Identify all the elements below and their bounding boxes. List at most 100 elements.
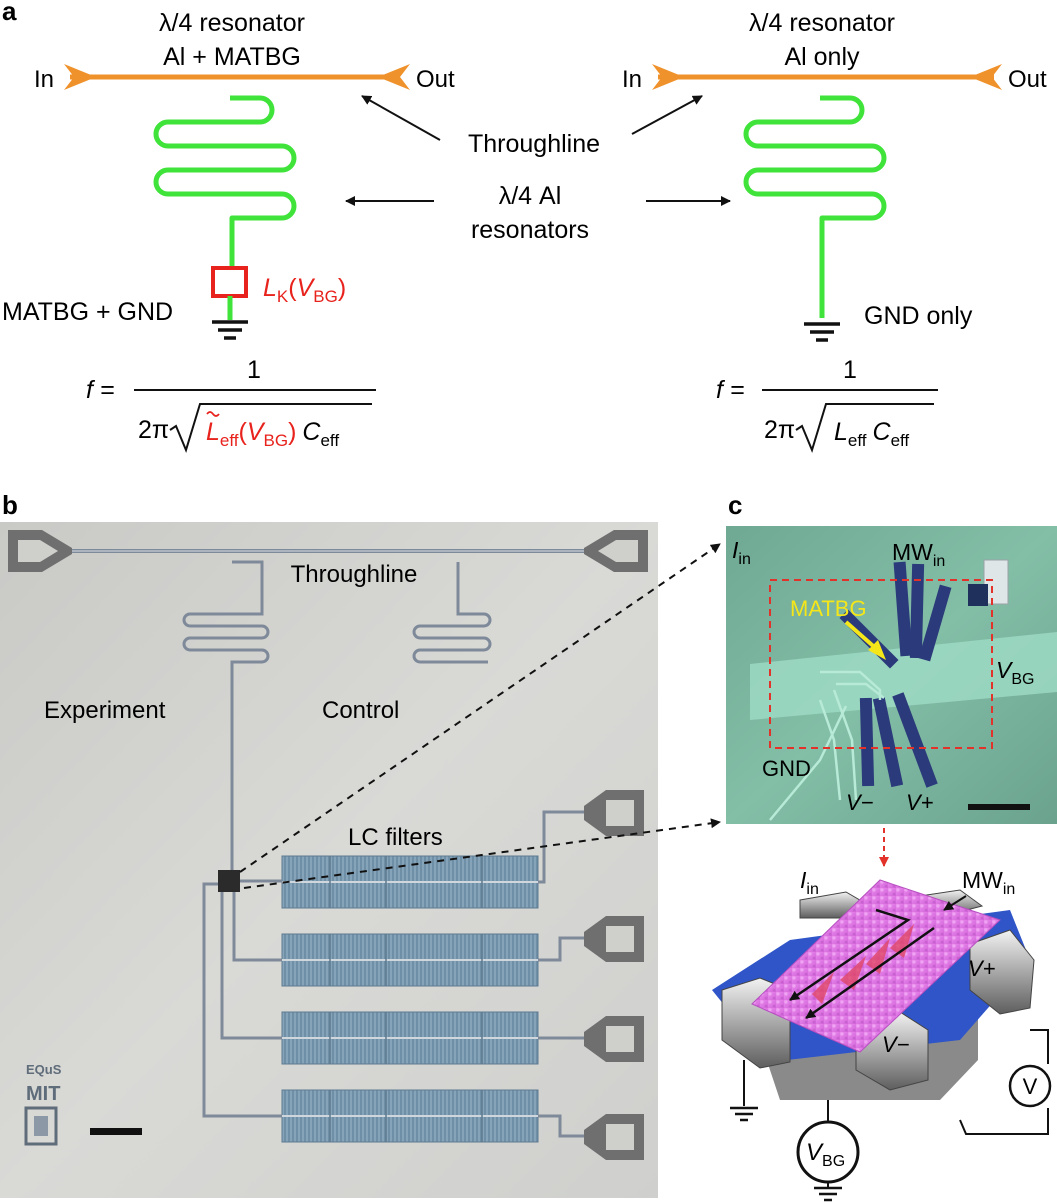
- left-out-port: [378, 64, 410, 90]
- right-out-port: [970, 64, 1002, 90]
- center-resonators-line2: resonators: [471, 216, 589, 244]
- current-path-arrow: [789, 908, 911, 1002]
- lc-filter-row: [281, 933, 584, 987]
- left-formula: f = 1 2π Leff(VBG)Ceff: [86, 356, 376, 453]
- right-sqrt-sign: [795, 403, 934, 453]
- lc-filter-bank: [202, 810, 584, 1143]
- matbg-arrowhead: [868, 640, 886, 660]
- device-schematic: Iin MWin V+ V− V VBG: [712, 867, 1052, 1202]
- left-sqrt-sign: [169, 403, 372, 453]
- right-ground-label: GND only: [864, 302, 973, 330]
- left-tilde: [206, 411, 220, 417]
- filter-feed-wire: [202, 882, 282, 1118]
- right-meander-resonator: [743, 95, 887, 318]
- bond-pad-inner: [606, 1124, 634, 1150]
- bond-pad-inner: [606, 926, 634, 952]
- panel-a: a λ/4 resonator Al + MATBG In Out LK(VBG…: [2, 0, 1047, 453]
- right-formula-numerator: 1: [843, 356, 857, 384]
- right-resonator-group: λ/4 resonator Al only In Out GND only f …: [622, 9, 1047, 453]
- lc-filter-row: [281, 810, 584, 909]
- photo-mwin-label: MWin: [892, 539, 945, 570]
- panel-label-a: a: [2, 0, 17, 26]
- zoom-line-top: [239, 543, 721, 873]
- left-resonator-group: λ/4 resonator Al + MATBG In Out LK(VBG) …: [2, 9, 455, 453]
- device-iin-label: Iin: [800, 867, 819, 898]
- right-formula-lhs: f =: [716, 376, 745, 404]
- photo-vminus-label: V−: [846, 790, 874, 815]
- contact: [969, 929, 1035, 1015]
- bond-pad-right-inner: [598, 540, 638, 562]
- right-in-label: In: [622, 66, 642, 93]
- mit-logo: MIT: [26, 1083, 60, 1105]
- right-ground-icon: [804, 322, 840, 342]
- right-out-label: Out: [1008, 66, 1047, 93]
- photo-leads-outline: [769, 670, 885, 821]
- device-site: [218, 870, 240, 892]
- bond-pad-inner: [606, 1026, 634, 1052]
- equs-logo: EQuS: [26, 1062, 62, 1077]
- panel-label-c: c: [728, 490, 742, 520]
- device-vplus-label: V+: [968, 956, 996, 981]
- voltmeter-wire: [959, 1029, 1049, 1135]
- backgate-band: [750, 632, 1057, 720]
- photo-vplus-label: V+: [906, 790, 934, 815]
- scale-bar-b: [90, 1128, 142, 1135]
- scale-bar-c: [968, 804, 1030, 810]
- arrow-to-right-throughline: [631, 95, 703, 135]
- left-ground-label: MATBG + GND: [2, 298, 173, 326]
- twisted-domains: [812, 924, 914, 1004]
- bond-pad-inner: [606, 800, 634, 826]
- lc-filter-row: [281, 1089, 584, 1143]
- photo-pad-dark: [968, 584, 988, 606]
- zoom-line-bottom: [243, 818, 721, 889]
- device-vminus-label: V−: [882, 1032, 910, 1057]
- device-mwin-label: MWin: [962, 867, 1015, 898]
- photo-gnd-label: GND: [762, 756, 811, 781]
- voltmeter-icon: [1008, 1064, 1052, 1108]
- inductance-label: LK(VBG): [263, 274, 346, 306]
- right-formula-twopi: 2π: [764, 416, 795, 444]
- chip-control-label: Control: [322, 697, 399, 724]
- right-title-line2: Al only: [784, 43, 860, 71]
- vbg-ground-icon: [814, 1186, 842, 1202]
- lc-filter-row: [281, 1011, 584, 1065]
- center-resonators-line1: λ/4 Al: [499, 182, 562, 210]
- arrow-to-left-throughline: [361, 95, 441, 141]
- chip-throughline: [8, 530, 648, 572]
- mwin-pointer: [943, 895, 967, 911]
- chip-logos: EQuS MIT: [24, 1062, 62, 1146]
- voltmeter-label: V: [1023, 1074, 1038, 1099]
- left-title-line2: Al + MATBG: [163, 43, 301, 71]
- kinetic-inductor-box: [211, 266, 248, 298]
- filter-feed-wire: [232, 892, 282, 962]
- center-labels: Throughline λ/4 Al resonators: [345, 95, 731, 244]
- center-throughline-label: Throughline: [468, 130, 600, 158]
- left-formula-denominator: Leff(VBG)Ceff: [206, 418, 339, 450]
- contact-ground-icon: [730, 1106, 758, 1122]
- left-formula-numerator: 1: [247, 356, 261, 384]
- ll-logo-inner-icon: [34, 1116, 48, 1136]
- left-meander-resonator: [153, 95, 297, 270]
- right-in-port: [652, 64, 684, 90]
- crop-box: [769, 579, 993, 749]
- vbg-source-label: VBG: [806, 1139, 845, 1170]
- right-title-line1: λ/4 resonator: [749, 9, 895, 37]
- chip-experiment-label: Experiment: [44, 697, 166, 724]
- left-out-label: Out: [416, 66, 455, 93]
- current-path-arrow: [805, 926, 935, 1020]
- panel-label-b: b: [2, 490, 18, 520]
- chip-control-resonator: [412, 562, 492, 664]
- photo-matbg-label: MATBG: [790, 596, 867, 621]
- left-formula-lhs: f =: [86, 376, 115, 404]
- chip-lc-filters-label: LC filters: [348, 824, 443, 851]
- vbg-source-icon: [796, 1120, 860, 1184]
- left-formula-twopi: 2π: [138, 416, 169, 444]
- filter-bond-pads: [584, 790, 644, 1160]
- chip-experiment-resonator: [182, 560, 270, 876]
- photo-iin-label: Iin: [732, 537, 751, 568]
- panel-c: c: [239, 490, 1057, 1202]
- left-in-label: In: [34, 66, 54, 93]
